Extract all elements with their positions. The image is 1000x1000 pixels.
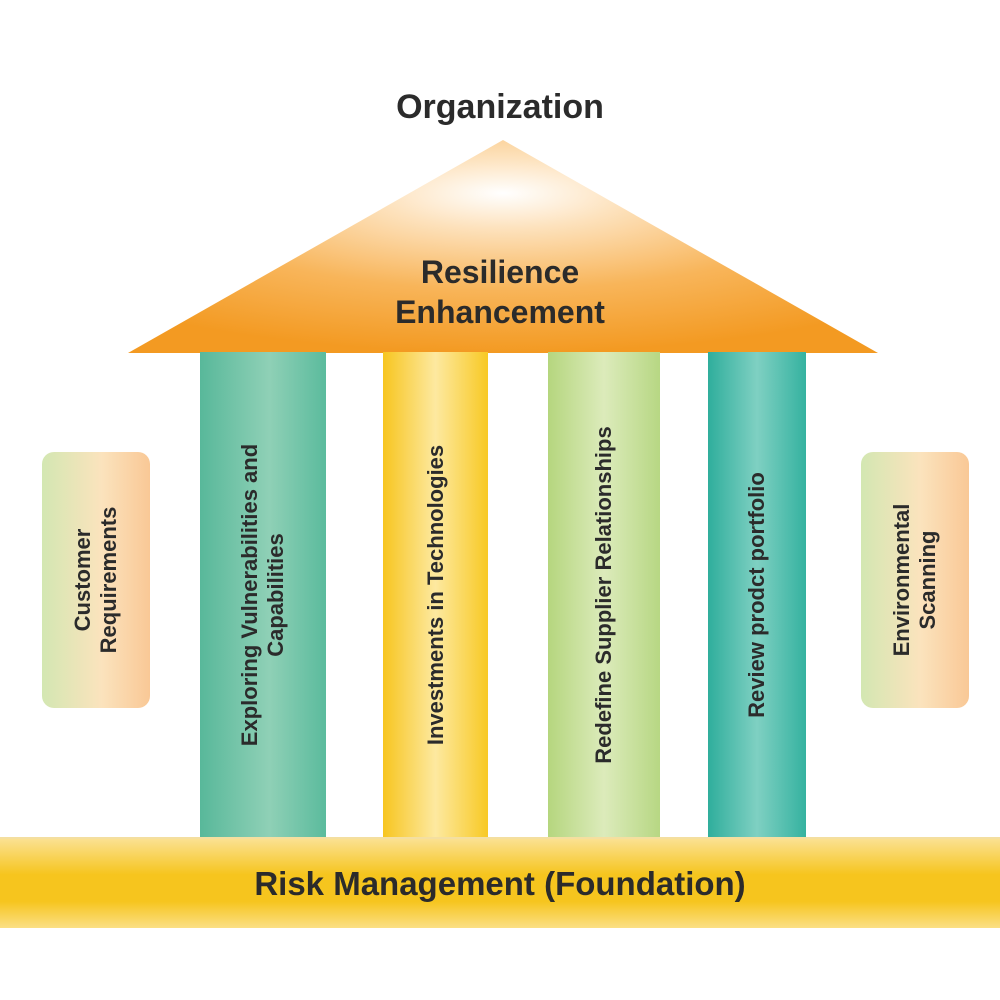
pillar-label: Review prodct portfolio xyxy=(744,360,770,830)
pillar-investments-technologies: Investments in Technologies xyxy=(383,352,488,838)
side-label-right-line1: Environmental xyxy=(889,503,914,657)
pillar-redefine-supplier: Redefine Supplier Relationships xyxy=(548,352,660,838)
side-label-left-line2: Requirements xyxy=(96,506,121,654)
roof-label-line2: Enhancement xyxy=(395,294,605,330)
roof-label: Resilience Enhancement xyxy=(300,252,700,332)
pillar-label: Investments in Technologies xyxy=(423,360,449,830)
side-label-left: Customer Requirements xyxy=(70,460,122,700)
pillar-exploring-vulnerabilities: Exploring Vulnerabilities and Capabiliti… xyxy=(200,352,326,838)
roof xyxy=(128,140,878,353)
pillar-review-portfolio: Review prodct portfolio xyxy=(708,352,806,838)
pillar-label-line2: Capabilities xyxy=(263,533,288,657)
roof-label-line1: Resilience xyxy=(420,254,580,290)
page-title: Organization xyxy=(396,88,604,126)
roof-triangle xyxy=(128,140,878,353)
pillar-label: Exploring Vulnerabilities and Capabiliti… xyxy=(237,360,289,830)
pillar-label-line1: Exploring Vulnerabilities and xyxy=(237,443,262,747)
pillar-label-line1: Redefine Supplier Relationships xyxy=(591,426,616,764)
pillar-label-line1: Review prodct portfolio xyxy=(744,472,769,718)
foundation-bar: Risk Management (Foundation) xyxy=(0,837,1000,928)
side-block-customer-requirements: Customer Requirements xyxy=(42,452,150,708)
side-block-environmental-scanning: Environmental Scanning xyxy=(861,452,969,708)
pillar-label-line1: Investments in Technologies xyxy=(422,444,448,746)
pillar-label: Redefine Supplier Relationships xyxy=(591,360,617,830)
foundation-label: Risk Management (Foundation) xyxy=(254,865,746,902)
side-label-left-line1: Customer xyxy=(70,528,95,632)
side-label-right-line2: Scanning xyxy=(915,530,940,630)
side-label-right: Environmental Scanning xyxy=(889,460,941,700)
